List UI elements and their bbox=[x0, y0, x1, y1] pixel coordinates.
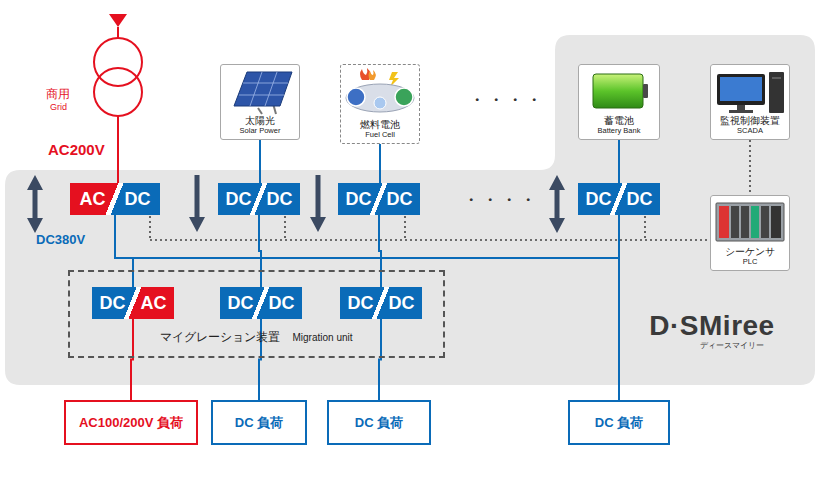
plc-box: シーケンサPLC bbox=[710, 195, 790, 271]
load-box: DC 負荷 bbox=[568, 400, 670, 445]
load-label: AC100/200V 負荷 bbox=[79, 414, 183, 432]
converter-box: DC DC bbox=[338, 183, 420, 215]
source-box: 太陽光Solar Power bbox=[220, 64, 300, 140]
converter-label: DC bbox=[226, 189, 252, 210]
box-label: Solar Power bbox=[240, 127, 281, 135]
converter-box: DC DC bbox=[220, 287, 302, 319]
converter-label: DC bbox=[387, 189, 413, 210]
voltage-label: DC380V bbox=[36, 232, 85, 247]
converter-label: DC bbox=[348, 293, 374, 314]
box-label: 燃料電池 bbox=[360, 119, 400, 131]
load-box: DC 負荷 bbox=[211, 400, 307, 445]
converter-label: AC bbox=[141, 293, 167, 314]
fuel-cell-icon bbox=[346, 68, 414, 112]
box-label: 監視制御装置 bbox=[720, 115, 780, 127]
converter-box: DC DC bbox=[340, 287, 422, 319]
load-box: AC100/200V 負荷 bbox=[64, 400, 198, 445]
converter-label: DC bbox=[269, 293, 295, 314]
load-label: DC 負荷 bbox=[355, 414, 403, 432]
converter-label: DC bbox=[125, 189, 151, 210]
scada-box: 監視制御装置SCADA bbox=[710, 64, 790, 140]
logo-reading: ディースマイリー bbox=[700, 342, 764, 351]
battery-icon bbox=[593, 74, 648, 108]
power-line bbox=[618, 140, 620, 183]
box-label: Battery Bank bbox=[598, 127, 641, 135]
scada-icon bbox=[717, 72, 784, 113]
storage-box: 蓄電池Battery Bank bbox=[578, 64, 660, 140]
dc-bus bbox=[115, 257, 620, 259]
converter-label: AC bbox=[80, 189, 106, 210]
voltage-label: 商用 bbox=[46, 86, 70, 103]
converter-box: DC AC bbox=[92, 287, 174, 319]
box-label: 蓄電池 bbox=[604, 115, 634, 127]
converter-box: DC DC bbox=[578, 183, 660, 215]
ellipsis: ・・・・ bbox=[462, 188, 538, 212]
box-label: 太陽光 bbox=[245, 115, 275, 127]
box-label: シーケンサ bbox=[725, 246, 775, 258]
plc-icon bbox=[716, 203, 784, 241]
logo-text: D·SMiree bbox=[649, 311, 774, 342]
solar-panel-icon bbox=[234, 72, 292, 114]
power-line bbox=[379, 144, 381, 183]
converter-label: DC bbox=[389, 293, 415, 314]
system-panel: D·SMireeディースマイリー 蓄電池Battery Bank 監視制御装置SCA… bbox=[5, 35, 815, 385]
unit-caption: マイグレーション装置 Migration unit bbox=[70, 329, 443, 346]
voltage-label: AC200V bbox=[48, 141, 105, 158]
source-box: 燃料電池Fuel Cell bbox=[340, 64, 420, 144]
converter-label: DC bbox=[267, 189, 293, 210]
box-label: PLC bbox=[743, 258, 758, 266]
unit-name: マイグレーション装置 bbox=[160, 329, 280, 346]
converter-label: DC bbox=[627, 189, 653, 210]
converter-label: DC bbox=[586, 189, 612, 210]
box-label: SCADA bbox=[737, 127, 763, 135]
power-line bbox=[259, 140, 261, 183]
load-label: DC 負荷 bbox=[235, 414, 283, 432]
converter-label: DC bbox=[228, 293, 254, 314]
converter-box: DC DC bbox=[218, 183, 300, 215]
unit-name-en: Migration unit bbox=[292, 332, 352, 343]
transformer-symbol bbox=[94, 14, 142, 184]
logo: D·SMireeディースマイリー bbox=[617, 311, 807, 351]
power-line bbox=[618, 215, 620, 400]
converter-label: DC bbox=[346, 189, 372, 210]
migration-unit: マイグレーション装置 Migration unit DC AC DC DC DC DC bbox=[68, 270, 445, 358]
voltage-label: Grid bbox=[50, 102, 67, 112]
box-label: Fuel Cell bbox=[365, 131, 395, 139]
load-box: DC 負荷 bbox=[327, 400, 431, 445]
converter-label: DC bbox=[100, 293, 126, 314]
ellipsis: ・・・・ bbox=[468, 88, 544, 112]
converter-box: AC DC bbox=[70, 183, 160, 215]
load-label: DC 負荷 bbox=[595, 414, 643, 432]
